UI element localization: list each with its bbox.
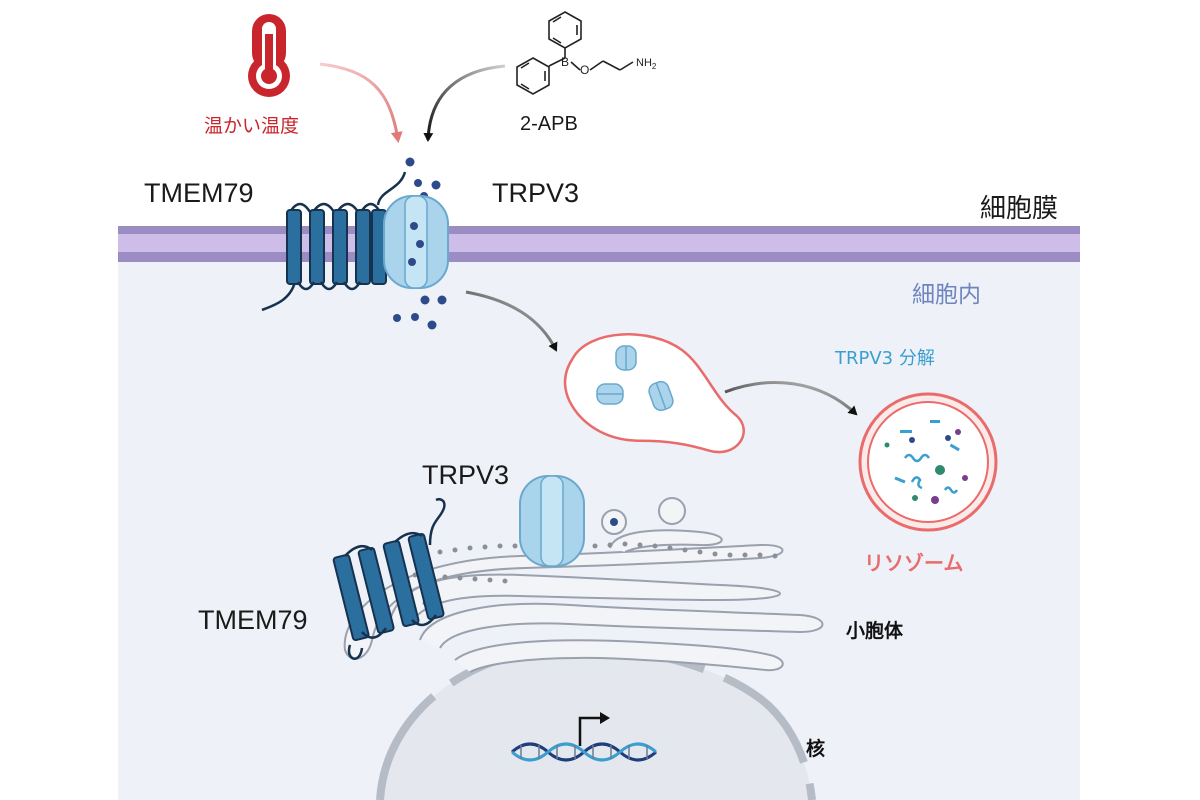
trpv3-er-label: TRPV3 bbox=[422, 460, 510, 490]
trpv3-degradation-label: TRPV3 分解 bbox=[835, 348, 935, 369]
amine-group: NH2 bbox=[636, 57, 657, 71]
oxygen-atom: O bbox=[580, 63, 589, 77]
plasma-membrane-label: 細胞膜 bbox=[980, 194, 1059, 224]
warm-temperature-label: 温かい温度 bbox=[204, 115, 300, 137]
boron-atom: B bbox=[561, 55, 569, 69]
transcription-arrow-icon bbox=[578, 716, 602, 746]
trpv3-membrane-channel bbox=[383, 195, 449, 289]
er-ion bbox=[610, 518, 618, 526]
transcription-arrow-head bbox=[600, 712, 610, 724]
tmem79-membrane-label: TMEM79 bbox=[144, 178, 254, 208]
endoplasmic-reticulum bbox=[343, 497, 824, 673]
degradation-arrow bbox=[724, 381, 858, 416]
endocytosis-arrow bbox=[465, 290, 558, 352]
compound-arrow bbox=[423, 64, 506, 142]
molecule-structure bbox=[516, 11, 634, 95]
lysosome-label: リソゾーム bbox=[864, 551, 964, 575]
intracellular-label: 細胞内 bbox=[912, 282, 981, 308]
tmem79-membrane-protein bbox=[261, 171, 407, 312]
vesicle-trpv3 bbox=[563, 333, 745, 454]
tmem79-er-protein bbox=[332, 498, 446, 660]
compound-label: 2-APB bbox=[520, 113, 578, 135]
tmem79-er-label: TMEM79 bbox=[198, 605, 308, 635]
warm-temperature-arrow bbox=[319, 62, 403, 143]
nucleus-label: 核 bbox=[806, 738, 826, 760]
trpv3-er-channel bbox=[519, 475, 585, 567]
lysosome bbox=[858, 392, 998, 532]
trpv3-membrane-label: TRPV3 bbox=[492, 178, 580, 208]
plasma-membrane bbox=[118, 226, 1080, 262]
degraded-fragments bbox=[884, 420, 968, 504]
dna-icon bbox=[511, 742, 657, 762]
organelle-label: 小胞体 bbox=[846, 620, 904, 642]
thermometer-icon bbox=[248, 14, 290, 97]
